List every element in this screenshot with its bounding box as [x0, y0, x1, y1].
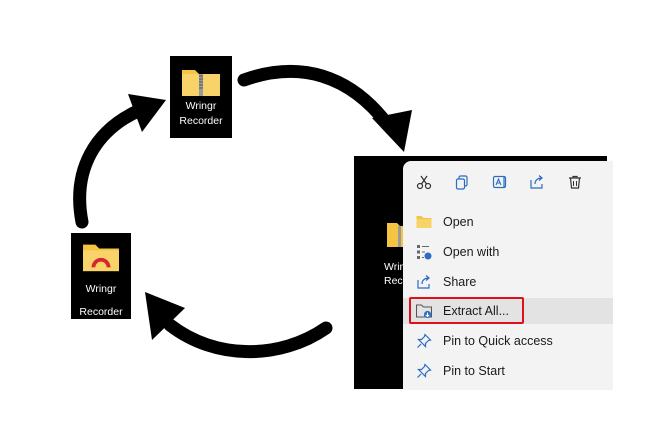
menu-item-share[interactable]: Share — [403, 269, 613, 295]
menu-item-label: Share — [443, 275, 477, 289]
menu-item-label: Open — [443, 215, 474, 229]
zip-label-line1: Wringr — [185, 100, 217, 112]
partial-label-line2: Reco — [384, 275, 409, 287]
zip-folder-icon — [182, 70, 220, 96]
menu-item-label: Extract All... — [443, 304, 509, 318]
copy-icon[interactable] — [449, 170, 475, 194]
menu-item-label: Pin to Quick access — [443, 334, 553, 348]
arrow-to-menu — [237, 64, 395, 132]
context-menu: Open Open with Share Extract All... Pin … — [403, 161, 613, 390]
menu-item-label: Open with — [443, 245, 500, 259]
share-icon[interactable] — [524, 170, 550, 194]
arrow-to-app — [163, 318, 333, 359]
partial-label-line1: Wrin — [384, 261, 406, 273]
context-menu-toolbar — [403, 161, 613, 203]
menu-item-extract-all[interactable]: Extract All... — [403, 298, 613, 324]
pin-icon — [416, 333, 432, 349]
extract-icon — [416, 303, 432, 319]
menu-item-pin-quick-access[interactable]: Pin to Quick access — [403, 328, 613, 354]
arrow-to-menu-head — [372, 110, 412, 152]
extract-all-highlight — [409, 297, 524, 324]
menu-item-open[interactable]: Open — [403, 209, 613, 235]
arrow-to-app-head — [145, 292, 185, 340]
menu-item-open-with[interactable]: Open with — [403, 239, 613, 265]
app-label-line1: Wringr — [85, 283, 117, 295]
pin-icon — [416, 363, 432, 379]
desktop-zip-file[interactable]: Wringr Recorder — [170, 56, 232, 138]
arrow-to-zip-head — [128, 94, 166, 132]
app-folder-icon — [83, 244, 119, 272]
open-with-icon — [416, 244, 432, 260]
delete-icon[interactable] — [562, 170, 588, 194]
menu-item-pin-start[interactable]: Pin to Start — [403, 358, 613, 384]
share-icon — [416, 274, 432, 290]
zip-label-line2: Recorder — [179, 115, 223, 127]
rename-icon[interactable] — [487, 170, 513, 194]
cut-icon[interactable] — [411, 170, 437, 194]
folder-icon — [416, 214, 432, 230]
menu-item-label: Pin to Start — [443, 364, 505, 378]
desktop-app-folder[interactable]: Wringr Recorder — [71, 233, 131, 319]
arrow-to-zip — [73, 103, 147, 229]
app-label-line2: Recorder — [79, 306, 123, 318]
